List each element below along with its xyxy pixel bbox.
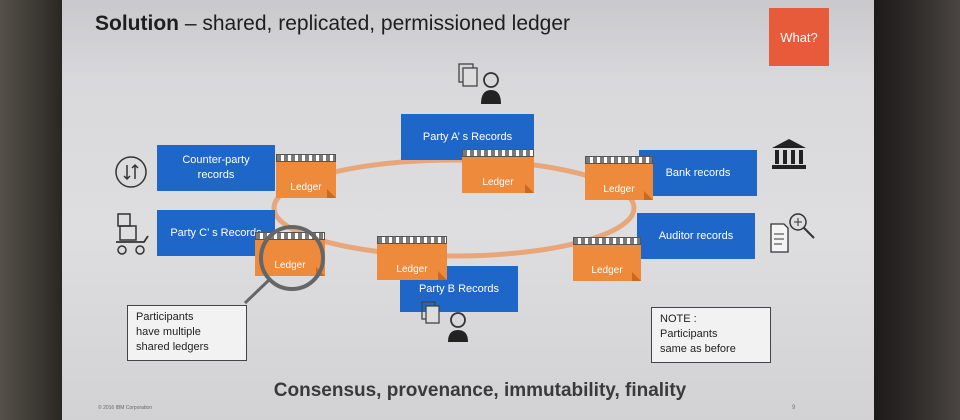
left-frame (0, 0, 62, 420)
bank-icon (772, 139, 806, 169)
callout-line: shared ledgers (136, 340, 209, 353)
ledger-bank: Ledger (585, 156, 653, 200)
cart-icon (116, 213, 149, 255)
ledger-label: Ledger (274, 260, 306, 271)
auditor-records: Auditor records (637, 213, 755, 259)
exchange-icon (115, 156, 147, 188)
document-magnifier-icon (770, 213, 815, 253)
slide-title: Solution – shared, replicated, permissio… (95, 12, 570, 36)
callout-line: have multiple (136, 325, 201, 338)
ledger-party-a: Ledger (462, 149, 534, 193)
document-person-bottom-icon (421, 301, 468, 342)
copyright: © 2016 IBM Corporation (98, 405, 152, 411)
callout-note: NOTE : Participants same as before (651, 307, 771, 363)
ledger-label: Ledger (482, 177, 514, 188)
callout-line: Participants (136, 311, 194, 323)
title-rest: – shared, replicated, permissioned ledge… (178, 12, 571, 35)
page-number: 9 (792, 405, 796, 411)
right-frame (874, 0, 960, 420)
title-bold: Solution (95, 12, 179, 35)
ledger-label: Ledger (290, 182, 322, 193)
bank-records: Bank records (639, 150, 757, 196)
callout-line: same as before (660, 342, 736, 355)
callout-line: NOTE : (660, 313, 697, 325)
ledger-label: Ledger (396, 264, 428, 275)
callout-participants-multiple-ledgers: Participants have multiple shared ledger… (127, 305, 247, 361)
ledger-party-b: Ledger (377, 236, 447, 280)
ledger-auditor: Ledger (573, 237, 641, 281)
document-person-icon (458, 63, 501, 104)
ledger-counterparty: Ledger (276, 154, 336, 198)
callout-line: Participants (660, 327, 718, 340)
ledger-ring (271, 157, 637, 259)
ledger-label: Ledger (603, 184, 635, 195)
counterparty-records: Counter-party records (157, 145, 275, 191)
what-button[interactable]: What? (769, 8, 829, 66)
ledger-label: Ledger (591, 265, 623, 276)
magnifier-highlight (243, 225, 325, 305)
footer-tagline: Consensus, provenance, immutability, fin… (273, 380, 687, 401)
